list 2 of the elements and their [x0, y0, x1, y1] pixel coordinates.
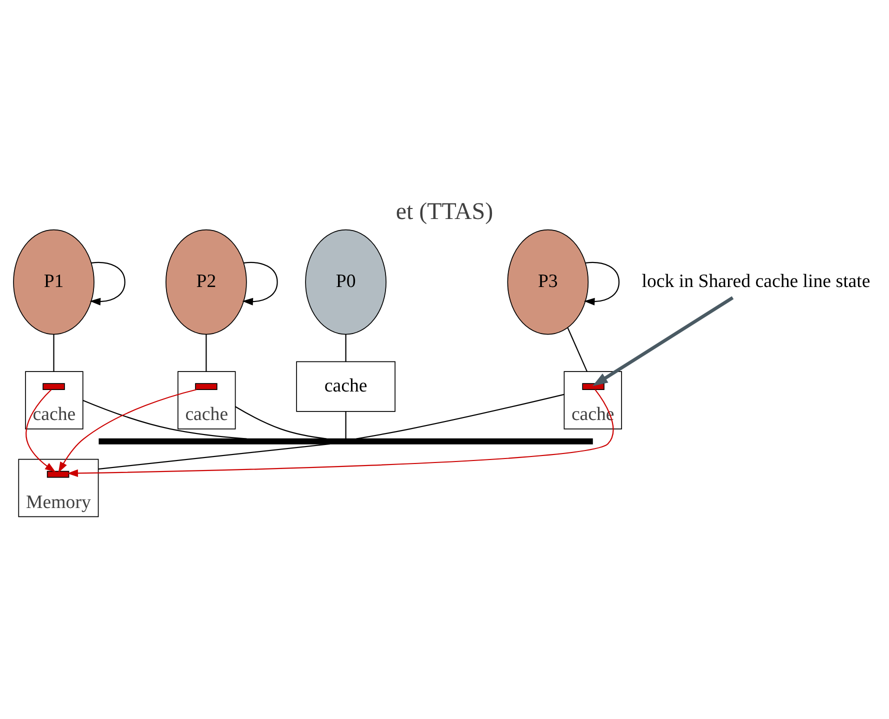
node-text: lock in Shared cache line state — [642, 270, 870, 292]
diagram-title: et (TTAS) — [396, 198, 494, 225]
